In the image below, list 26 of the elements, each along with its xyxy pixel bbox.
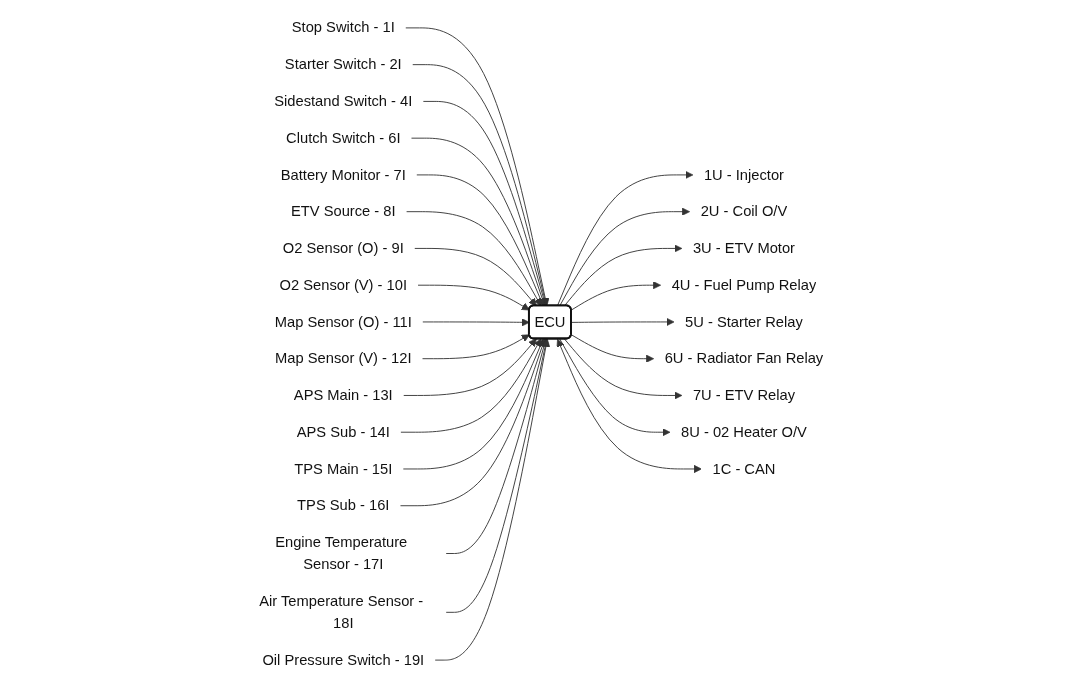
node-text: Air Temperature Sensor - 18I — [258, 592, 423, 631]
node-text: 7U - ETV Relay — [692, 386, 795, 403]
node-text: 8U - 02 Heater O/V — [680, 423, 807, 440]
node-text: O2 Sensor (V) - 10I — [279, 276, 407, 293]
node-text: 2U - Coil O/V — [700, 202, 787, 219]
node-text: Clutch Switch - 6I — [285, 129, 401, 146]
node-text: 1U - Injector — [703, 166, 784, 182]
node-text: APS Main - 13I — [293, 386, 393, 403]
node-text: ETV Source - 8I — [290, 202, 396, 219]
node-text: Engine Temperature Sensor - 17I — [274, 533, 407, 572]
node-text: Map Sensor (V) - 12I — [274, 349, 412, 366]
node-text: 6U - Radiator Fan Relay — [664, 349, 823, 366]
node-text: 4U - Fuel Pump Relay — [671, 276, 816, 293]
node-text: O2 Sensor (O) - 9I — [282, 239, 404, 256]
node-text: TPS Sub - 16I — [296, 496, 390, 513]
node-text: TPS Main - 15I — [293, 460, 392, 476]
node-text: APS Sub - 14I — [296, 423, 390, 440]
node-text: Oil Pressure Switch - 19I — [262, 651, 424, 667]
node-text: Starter Switch - 2I — [284, 55, 402, 72]
node-text: Battery Monitor - 7I — [280, 166, 406, 182]
node-text: 5U - Starter Relay — [684, 313, 803, 329]
node-text: 1C - CAN — [712, 460, 776, 476]
node-text: 3U - ETV Motor — [692, 239, 795, 256]
node-text: Stop Switch - 1I — [291, 19, 395, 35]
node-text: Map Sensor (O) - 11I — [274, 313, 412, 329]
node-text: Sidestand Switch - 4I — [273, 92, 413, 109]
